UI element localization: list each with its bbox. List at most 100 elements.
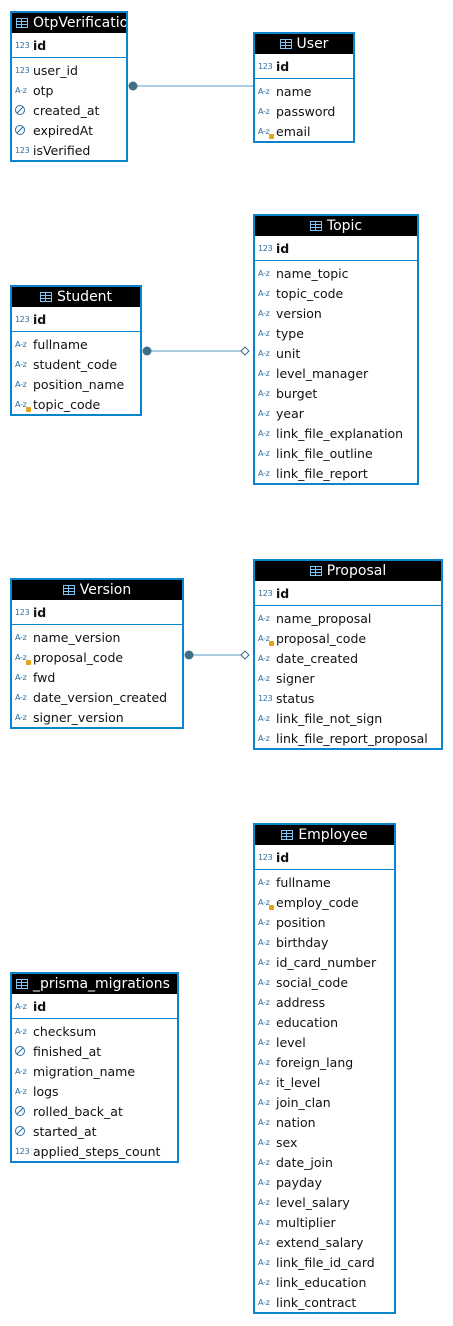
column-row[interactable]: started_at <box>12 1121 177 1141</box>
column-row[interactable]: created_at <box>12 100 126 120</box>
entity-header[interactable]: _prisma_migrations <box>12 974 177 994</box>
text-type-icon: A-z <box>15 712 27 722</box>
entity-header[interactable]: Version <box>12 580 182 600</box>
text-type-icon: A-z <box>258 977 270 987</box>
numeric-type-icon: 123 <box>15 1146 30 1156</box>
column-row[interactable]: expiredAt <box>12 120 126 140</box>
column-row[interactable]: rolled_back_at <box>12 1101 177 1121</box>
column-name: fullname <box>33 336 88 352</box>
entity-header[interactable]: Student <box>12 287 140 307</box>
column-name: applied_steps_count <box>33 1143 161 1159</box>
entity-otp-verification[interactable]: OtpVerification123id123user_idA-zotpcrea… <box>10 11 128 162</box>
entity-header[interactable]: Employee <box>255 825 394 845</box>
column-name: status <box>276 690 315 706</box>
text-type-icon: A-z <box>258 1177 270 1187</box>
column-name: id <box>33 998 47 1014</box>
relation-end-dot-icon <box>184 650 194 660</box>
numeric-type-icon: 123 <box>15 314 30 324</box>
entity-header[interactable]: Topic <box>255 216 417 236</box>
entity-header[interactable]: User <box>255 34 353 54</box>
column-name: extend_salary <box>276 1234 364 1250</box>
entity-header[interactable]: OtpVerification <box>12 13 126 33</box>
entity-header[interactable]: Proposal <box>255 561 441 581</box>
foreign-key-icon <box>26 659 31 665</box>
column-row[interactable]: finished_at <box>12 1041 177 1061</box>
